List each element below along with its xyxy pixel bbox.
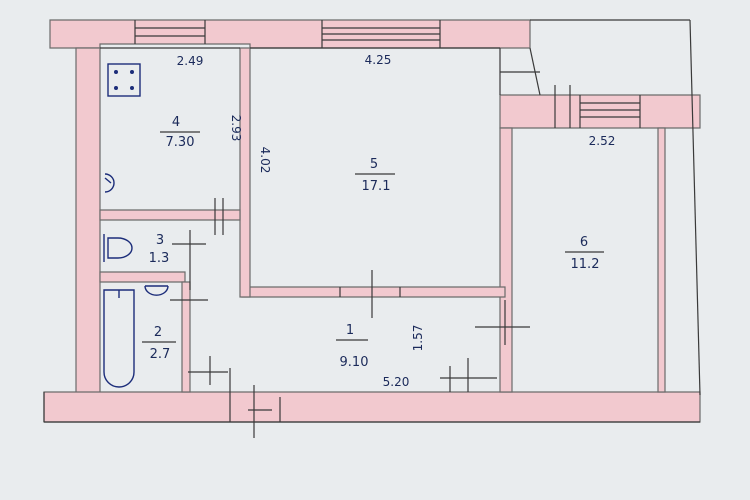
room-1-number: 1: [346, 323, 354, 338]
room-2-area: 2.7: [150, 347, 171, 362]
window-living: [321, 20, 441, 48]
dim-kitchen-depth: 2.93: [229, 115, 243, 142]
room-4-area: 7.30: [166, 135, 195, 150]
room-2-label: 2 2.7: [142, 325, 176, 362]
right-outer-wall: [657, 127, 666, 393]
walls: [43, 19, 701, 423]
room-5-area: 17.1: [362, 179, 391, 194]
room-6-label: 6 11.2: [565, 235, 604, 272]
room-5-number: 5: [370, 157, 378, 172]
stove-icon: [107, 63, 141, 97]
sketch-lines: [43, 19, 701, 423]
window-kitchen: [134, 20, 206, 44]
dim-hall-depth: 1.57: [411, 325, 425, 352]
door-marks: [170, 198, 530, 438]
living-bottom-wall: [241, 286, 506, 298]
room-3-area: 1.3: [149, 251, 170, 266]
room-1-area: 9.10: [340, 355, 369, 370]
bottom-wall: [43, 391, 701, 423]
room-4-label: 4 7.30: [160, 115, 200, 150]
living-left-wall: [239, 47, 251, 298]
bath-partition: [99, 209, 241, 221]
dim-living-width: 4.25: [365, 53, 392, 67]
dim-bedroom-width: 2.52: [589, 134, 616, 148]
top-wall: [49, 19, 531, 49]
room-3-label: 3 1.3: [149, 233, 170, 266]
wc-partition: [99, 271, 186, 283]
bathtub-icon: [103, 289, 135, 388]
window-bedroom: [554, 85, 641, 128]
windows: [134, 20, 641, 128]
room-6-area: 11.2: [571, 257, 600, 272]
sink-icon: [104, 173, 115, 193]
washbasin-icon: [144, 285, 169, 296]
room-6-number: 6: [580, 235, 588, 250]
bath-right-wall: [181, 281, 191, 393]
room-5-label: 5 17.1: [355, 157, 395, 194]
room-3-number: 3: [156, 233, 164, 248]
left-wall: [75, 47, 101, 396]
dim-living-depth: 4.02: [258, 147, 272, 174]
room-2-number: 2: [154, 325, 162, 340]
bedroom-left-wall: [499, 127, 513, 393]
toilet-icon: [103, 234, 133, 262]
room-1-label: 1 9.10: [336, 323, 368, 370]
room-4-number: 4: [172, 115, 180, 130]
dim-kitchen-width: 2.49: [177, 54, 204, 68]
dim-hall-length: 5.20: [383, 375, 410, 389]
right-top-wall: [499, 94, 701, 129]
